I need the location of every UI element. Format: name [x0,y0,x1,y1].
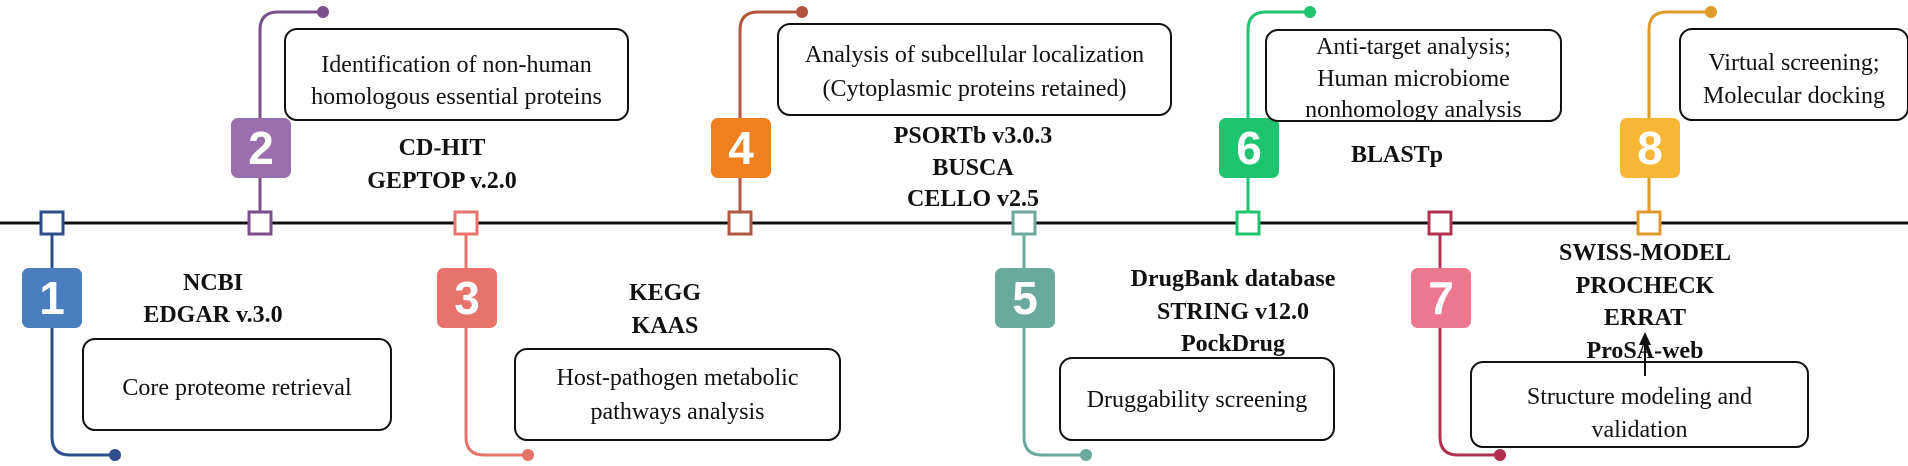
step-2-number: 2 [248,122,274,174]
step-7-number-badge [1411,268,1471,328]
step-2-tool-label: CD-HIT [399,135,486,161]
step-7-connector [1438,223,1500,457]
step-8-number-badge [1620,118,1680,178]
step-5-axis-marker [1011,210,1037,236]
step-3-number-badge [437,268,497,328]
step-7-axis-marker [1427,210,1453,236]
step-2-tool-label: GEPTOP v.2.0 [367,168,517,194]
step-7-tool-label: PROCHECK [1576,273,1715,299]
step-8-connector [1647,10,1711,223]
step-7-description-line: validation [1592,417,1688,443]
step-1-number-badge [22,268,82,328]
step-3-connector [464,223,528,457]
step-5-tool-label: STRING v12.0 [1157,299,1309,325]
step-1-axis-marker [39,210,65,236]
step-2-description-box [284,28,629,121]
step-3-axis-marker [453,210,479,236]
step-4-description-line: Analysis of subcellular localization [805,42,1144,68]
step-2-description-line: Identification of non-human [321,52,592,78]
step-1-tool-label: EDGAR v.3.0 [143,302,282,328]
step-3-description-line: Host-pathogen metabolic [557,365,799,391]
step-5-connector [1022,223,1086,457]
step-4-axis-marker [727,210,753,236]
step-6-connector-dot [1304,6,1316,18]
step-2-axis-marker [247,210,273,236]
step-7-number: 7 [1428,272,1454,324]
step-5-description-line: Druggability screening [1087,387,1308,413]
step-3-tool-label: KEGG [629,280,701,306]
step-1-number: 1 [39,272,65,324]
step-8-connector-dot [1705,6,1717,18]
step-5-number: 5 [1012,272,1038,324]
step-1-description-box [82,338,392,431]
step-5-tool-label: PockDrug [1181,331,1285,357]
step-5-tool-label: DrugBank database [1131,266,1336,292]
step-4-tool-label: BUSCA [932,155,1014,181]
step-1-connector [50,223,115,457]
step-2-connector [258,10,323,223]
step-1-description-line: Core proteome retrieval [122,375,352,401]
step-3-description-box [514,348,841,441]
step-1-connector-dot [109,449,121,461]
step-5-number-badge [995,268,1055,328]
step-4-tool-label: CELLO v2.5 [907,186,1039,212]
step-6-description-box [1265,29,1562,122]
step-7-tool-label: SWISS-MODEL [1559,240,1731,266]
step-8-axis-marker [1636,210,1662,236]
step-2-number-badge [231,118,291,178]
step-8-number: 8 [1637,122,1663,174]
step-5-description-box [1059,357,1335,441]
step-4-description-box [777,23,1172,116]
step-6-description-line: nonhomology analysis [1305,97,1522,123]
step-6-number-badge [1219,118,1279,178]
step-4-connector-dot [796,6,808,18]
step-2-connector-dot [317,6,329,18]
step-4-number: 4 [728,122,754,174]
step-7-connector-dot [1494,449,1506,461]
step-3-connector-dot [522,449,534,461]
step-3-description-line: pathways analysis [591,399,765,425]
step-3-number: 3 [454,272,480,324]
step-8-description-box [1679,28,1908,121]
step-8-description-line: Molecular docking [1703,83,1885,109]
step-4-description-line: (Cytoplasmic proteins retained) [823,76,1127,102]
step-6-number: 6 [1236,122,1262,174]
step-8-description-line: Virtual screening; [1708,50,1879,76]
step-4-tool-label: PSORTb v3.0.3 [894,123,1053,149]
step-7-tool-label: ERRAT [1604,305,1686,331]
step-7-description-box [1470,361,1809,448]
step-7-arrow-head [1639,332,1651,345]
step-4-number-badge [711,118,771,178]
step-2-description-line: homologous essential proteins [311,84,602,110]
step-3-tool-label: KAAS [632,313,699,339]
step-6-description-line: Human microbiome [1317,66,1510,92]
step-5-connector-dot [1080,449,1092,461]
step-6-connector [1246,10,1310,223]
step-6-axis-marker [1235,210,1261,236]
step-4-connector [738,10,802,223]
step-6-tool-label: BLASTp [1351,142,1443,168]
step-6-description-line: Anti-target analysis; [1316,34,1511,60]
step-7-description-line: Structure modeling and [1527,384,1752,410]
step-1-tool-label: NCBI [183,270,243,296]
